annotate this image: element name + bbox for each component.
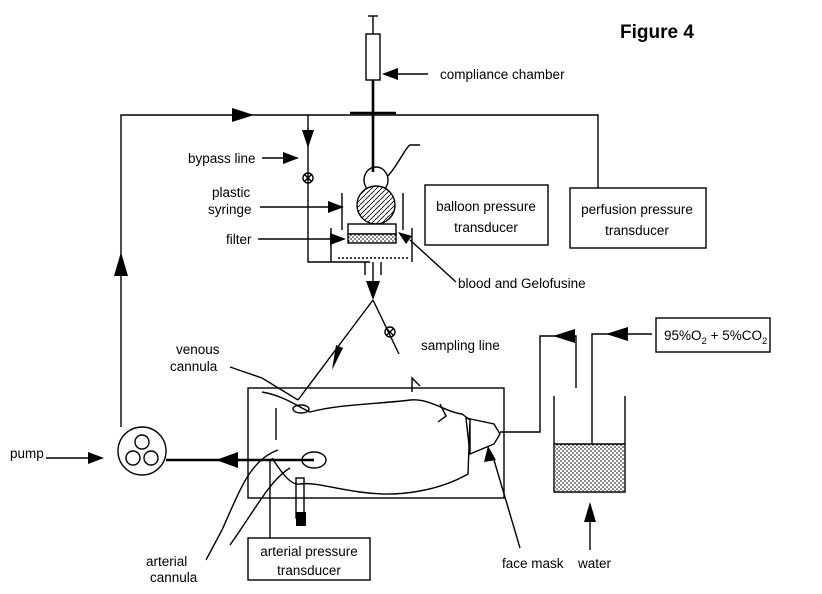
venous-line (297, 299, 400, 401)
drain-arrow (366, 281, 380, 300)
blood-pointer (409, 239, 457, 283)
filter-label: filter (226, 232, 252, 247)
gas-o2: 95%O (664, 328, 702, 343)
pump-label: pump (10, 446, 44, 461)
bypass-line-label: bypass line (188, 151, 256, 166)
gas-supply-box: 95%O2 + 5%CO2 (655, 317, 771, 353)
pump (117, 426, 167, 476)
face-mask-pointer (493, 459, 521, 549)
gas-co2-sub: 2 (762, 336, 767, 347)
plastic-label: plastic (212, 185, 251, 200)
venous-cannula-pointer (229, 366, 299, 401)
perfusion-label-2: transducer (605, 223, 669, 238)
heart (356, 144, 420, 225)
gas-o2-sub: 2 (702, 336, 707, 347)
sampling-line-label: sampling line (421, 338, 500, 353)
arterial-line (166, 452, 314, 468)
animal-box (247, 387, 505, 499)
water-bath (553, 396, 626, 493)
face-mask-label: face mask (502, 556, 564, 571)
perfusion-pressure-transducer: perfusion pressure transducer (569, 187, 707, 249)
bypass-line (262, 115, 370, 263)
figure-title: Figure 4 (620, 22, 694, 43)
rat (205, 376, 501, 561)
compliance-chamber-arrow (382, 68, 428, 80)
blood-gelofusine-label: blood and Gelofusine (458, 276, 586, 291)
balloon-label-1: balloon pressure (436, 199, 536, 214)
arterial-cannula-label: cannula (150, 570, 198, 585)
gas-line (500, 327, 652, 462)
compliance-chamber-label: compliance chamber (440, 67, 565, 82)
venous-label: venous (176, 342, 220, 357)
gas-co2: + 5%CO (707, 328, 762, 343)
arterial-pressure-transducer: arterial pressure transducer (247, 460, 371, 581)
water-label: water (577, 556, 612, 571)
venous-cannula-label: cannula (170, 359, 218, 374)
balloon-pressure-transducer: balloon pressure transducer (424, 184, 549, 246)
syringe-label: syringe (208, 202, 252, 217)
arterial-transducer-label-1: arterial pressure (260, 544, 358, 559)
filter (347, 223, 397, 244)
balloon-label-2: transducer (454, 220, 518, 235)
compliance-chamber-syringe (365, 15, 381, 118)
perfusion-label-1: perfusion pressure (581, 202, 693, 217)
svg-text:95%O2 + 5%CO2: 95%O2 + 5%CO2 (664, 328, 767, 347)
arterial-transducer-label-2: transducer (277, 563, 341, 578)
perfusion-circuit-line (114, 108, 599, 427)
arterial-label: arterial (146, 554, 187, 569)
